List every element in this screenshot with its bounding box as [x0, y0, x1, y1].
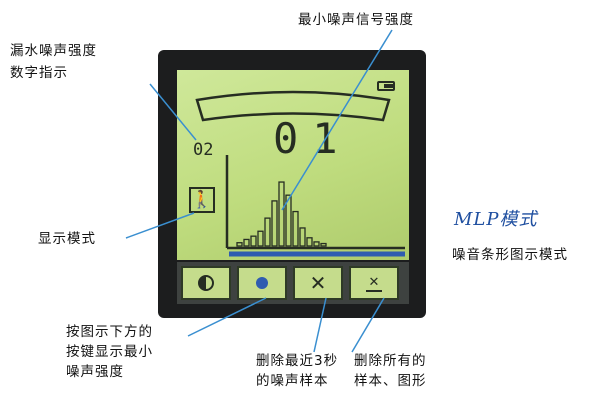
- key-delete-all[interactable]: ✕: [349, 266, 399, 300]
- noise-bar: [271, 200, 278, 247]
- noise-bar: [278, 181, 285, 247]
- small-readout: 02: [193, 140, 214, 160]
- lcd-screen: 02 01 🚶: [177, 70, 409, 260]
- leader-press-key: [187, 297, 267, 337]
- half-circle-icon: [198, 275, 214, 291]
- callout-press-key: 按图示下方的 按键显示最小 噪声强度: [66, 324, 153, 380]
- callout-delete-last: 删除最近3秒 的噪声样本: [256, 353, 339, 389]
- leader-delete-last: [313, 297, 327, 353]
- noise-bar: [299, 227, 306, 247]
- noise-bar: [320, 242, 327, 247]
- noise-bar: [257, 230, 264, 247]
- noise-bar: [292, 210, 299, 247]
- callout-delete-all: 删除所有的 样本、图形: [354, 353, 427, 389]
- key-half-circle[interactable]: [181, 266, 231, 300]
- noise-bar: [306, 237, 313, 247]
- x-icon: ✕: [309, 271, 327, 295]
- blue-dot-icon: [256, 277, 268, 289]
- callout-min-noise-signal: 最小噪声信号强度: [298, 12, 414, 28]
- mode-title: MLP模式: [454, 209, 538, 230]
- noise-bar: [250, 235, 257, 247]
- callout-display-mode: 显示模式: [38, 231, 96, 247]
- noise-bar: [285, 194, 292, 247]
- lcd-graphics: [195, 90, 405, 257]
- leader-delete-all: [351, 297, 385, 353]
- noise-bar: [236, 242, 243, 247]
- leader-min-noise: [281, 29, 393, 211]
- battery-icon: [377, 81, 395, 91]
- key-min-noise[interactable]: [237, 266, 287, 300]
- noise-bar: [243, 238, 250, 247]
- boxed-x-icon: ✕: [365, 275, 383, 292]
- noise-bar: [264, 217, 271, 247]
- main-readout: 01: [273, 114, 352, 163]
- key-delete-last[interactable]: ✕: [293, 266, 343, 300]
- gauge-arc: [195, 90, 391, 122]
- noise-bars: [236, 181, 327, 247]
- walking-person-icon: 🚶: [189, 187, 215, 213]
- leader-display-mode: [125, 212, 195, 239]
- mode-subtitle: 噪音条形图示模式: [452, 247, 568, 263]
- leader-leak-digital: [149, 83, 197, 141]
- callout-leak-noise-digital: 漏水噪声强度 数字指示: [10, 43, 97, 81]
- noise-bar: [313, 241, 320, 247]
